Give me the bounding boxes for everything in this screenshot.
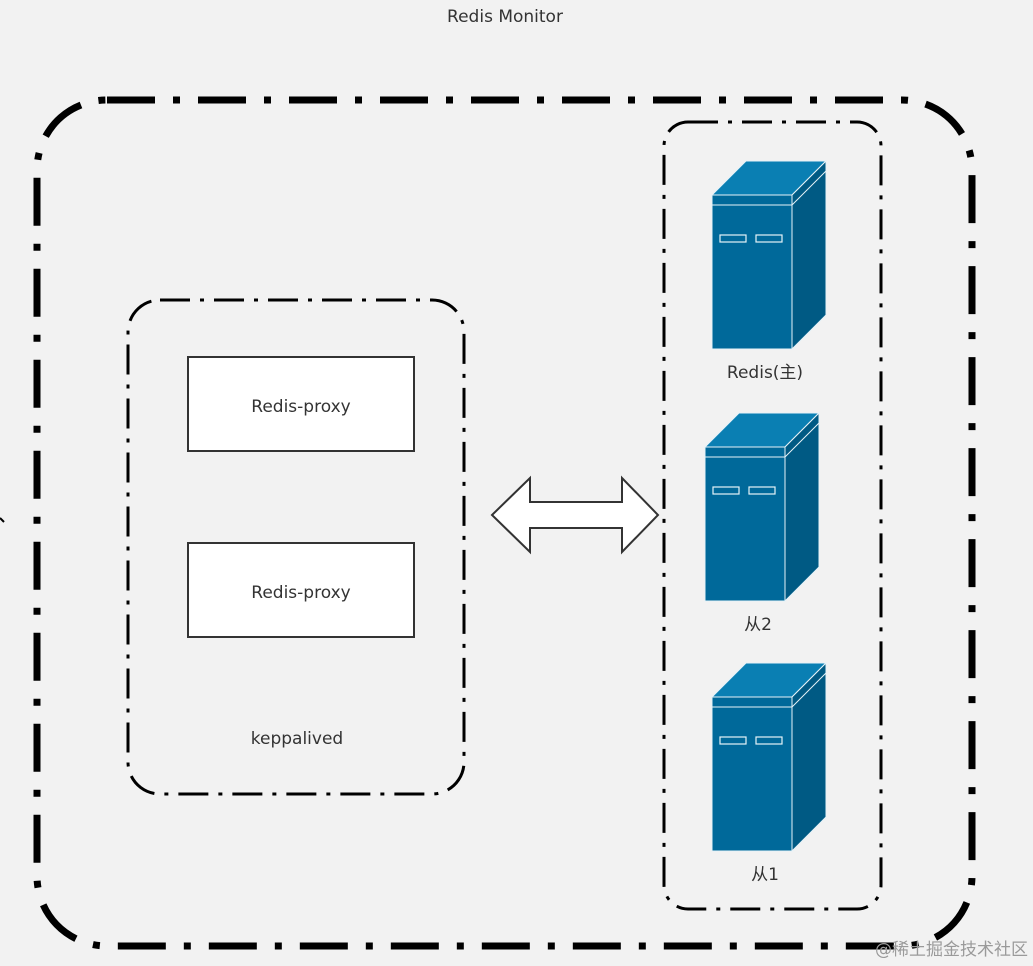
diagram-title: Redis Monitor <box>447 7 563 27</box>
redis-master-server-icon <box>711 160 827 350</box>
redis-slave2-server-icon <box>704 412 820 602</box>
redis-proxy-label-2: Redis-proxy <box>251 583 350 603</box>
bidirectional-arrow <box>490 475 660 555</box>
redis-slave1-server-icon <box>711 662 827 852</box>
redis-master-label: Redis(主) <box>727 363 803 383</box>
monitor-boundary <box>33 96 976 950</box>
watermark-text: @稀土掘金技术社区 <box>875 940 1028 960</box>
redis-slave2-label: 从2 <box>744 615 772 635</box>
redis-proxy-box-1 <box>187 356 415 452</box>
left-edge-tick <box>0 517 5 523</box>
keepalived-label: keppalived <box>251 729 343 749</box>
redis-slave1-label: 从1 <box>751 865 779 885</box>
keepalived-group-boundary <box>126 298 466 796</box>
redis-proxy-box-2 <box>187 542 415 638</box>
redis-cluster-boundary <box>662 120 883 911</box>
redis-proxy-label-1: Redis-proxy <box>251 397 350 417</box>
